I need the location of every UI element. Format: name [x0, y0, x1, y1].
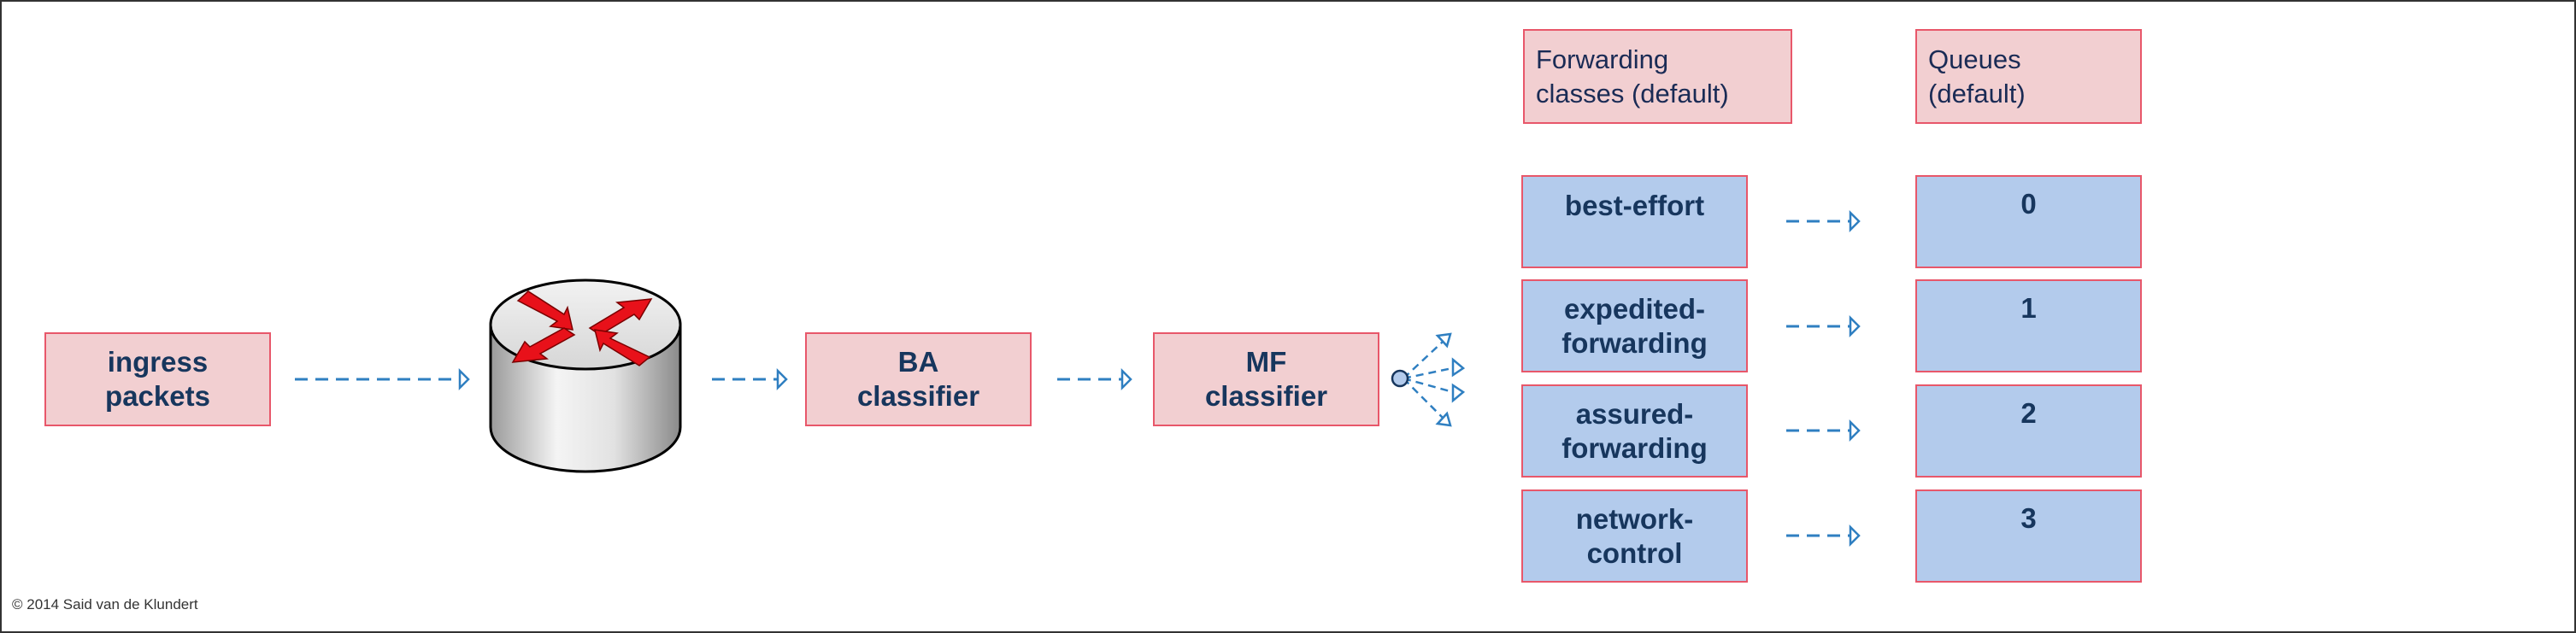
queues-header: Queues (default) [1915, 29, 2142, 124]
queue-3: 3 [1915, 489, 2142, 583]
arrowhead-icon [1849, 314, 1861, 338]
queue-2: 2 [1915, 384, 2142, 478]
ba-classifier-box: BA classifier [805, 332, 1032, 426]
arrowhead-icon [1849, 524, 1861, 548]
queue-0: 0 [1915, 175, 2142, 268]
arrowhead-icon [1435, 332, 1452, 349]
forwarding-class-label: expedited- forwarding [1561, 292, 1708, 359]
fan-out-connector [1403, 341, 1457, 419]
queue-label: 0 [2020, 188, 2037, 220]
forwarding-class-label: assured- forwarding [1561, 397, 1708, 464]
arrowhead-icon [1849, 209, 1861, 233]
fan-out-origin-dot [1391, 369, 1409, 388]
forwarding-class-label: network- control [1575, 502, 1694, 569]
arrowhead-icon [458, 367, 470, 391]
queue-1: 1 [1915, 279, 2142, 372]
arrowhead-icon [776, 367, 788, 391]
mf-classifier-box: MF classifier [1153, 332, 1379, 426]
ba-classifier-label: BA classifier [856, 346, 980, 412]
queues-header-label: Queues (default) [1928, 44, 2026, 108]
ingress-packets-label: ingress packets [105, 346, 210, 412]
mf-classifier-label: MF classifier [1204, 346, 1328, 412]
copyright-text: © 2014 Said van de Klundert [12, 596, 198, 612]
arrowhead-icon [1451, 383, 1466, 403]
forwarding-class-expedited-forwarding: expedited- forwarding [1521, 279, 1748, 372]
queue-label: 1 [2020, 292, 2037, 324]
arrowhead-icon [1849, 419, 1861, 443]
queue-label: 3 [2020, 502, 2037, 534]
forwarding-class-assured-forwarding: assured- forwarding [1521, 384, 1748, 478]
router-icon [489, 278, 682, 473]
arrowhead-icon [1451, 357, 1466, 378]
forwarding-class-best-effort: best-effort [1521, 175, 1748, 268]
forwarding-classes-header: Forwarding classes (default) [1523, 29, 1792, 124]
arrowhead-icon [1435, 411, 1452, 427]
arrowhead-icon [1120, 367, 1132, 391]
forwarding-classes-header-label: Forwarding classes (default) [1536, 44, 1729, 108]
forwarding-class-network-control: network- control [1521, 489, 1748, 583]
ingress-packets-box: ingress packets [44, 332, 271, 426]
queue-label: 2 [2020, 397, 2037, 429]
forwarding-class-label: best-effort [1564, 190, 1705, 221]
